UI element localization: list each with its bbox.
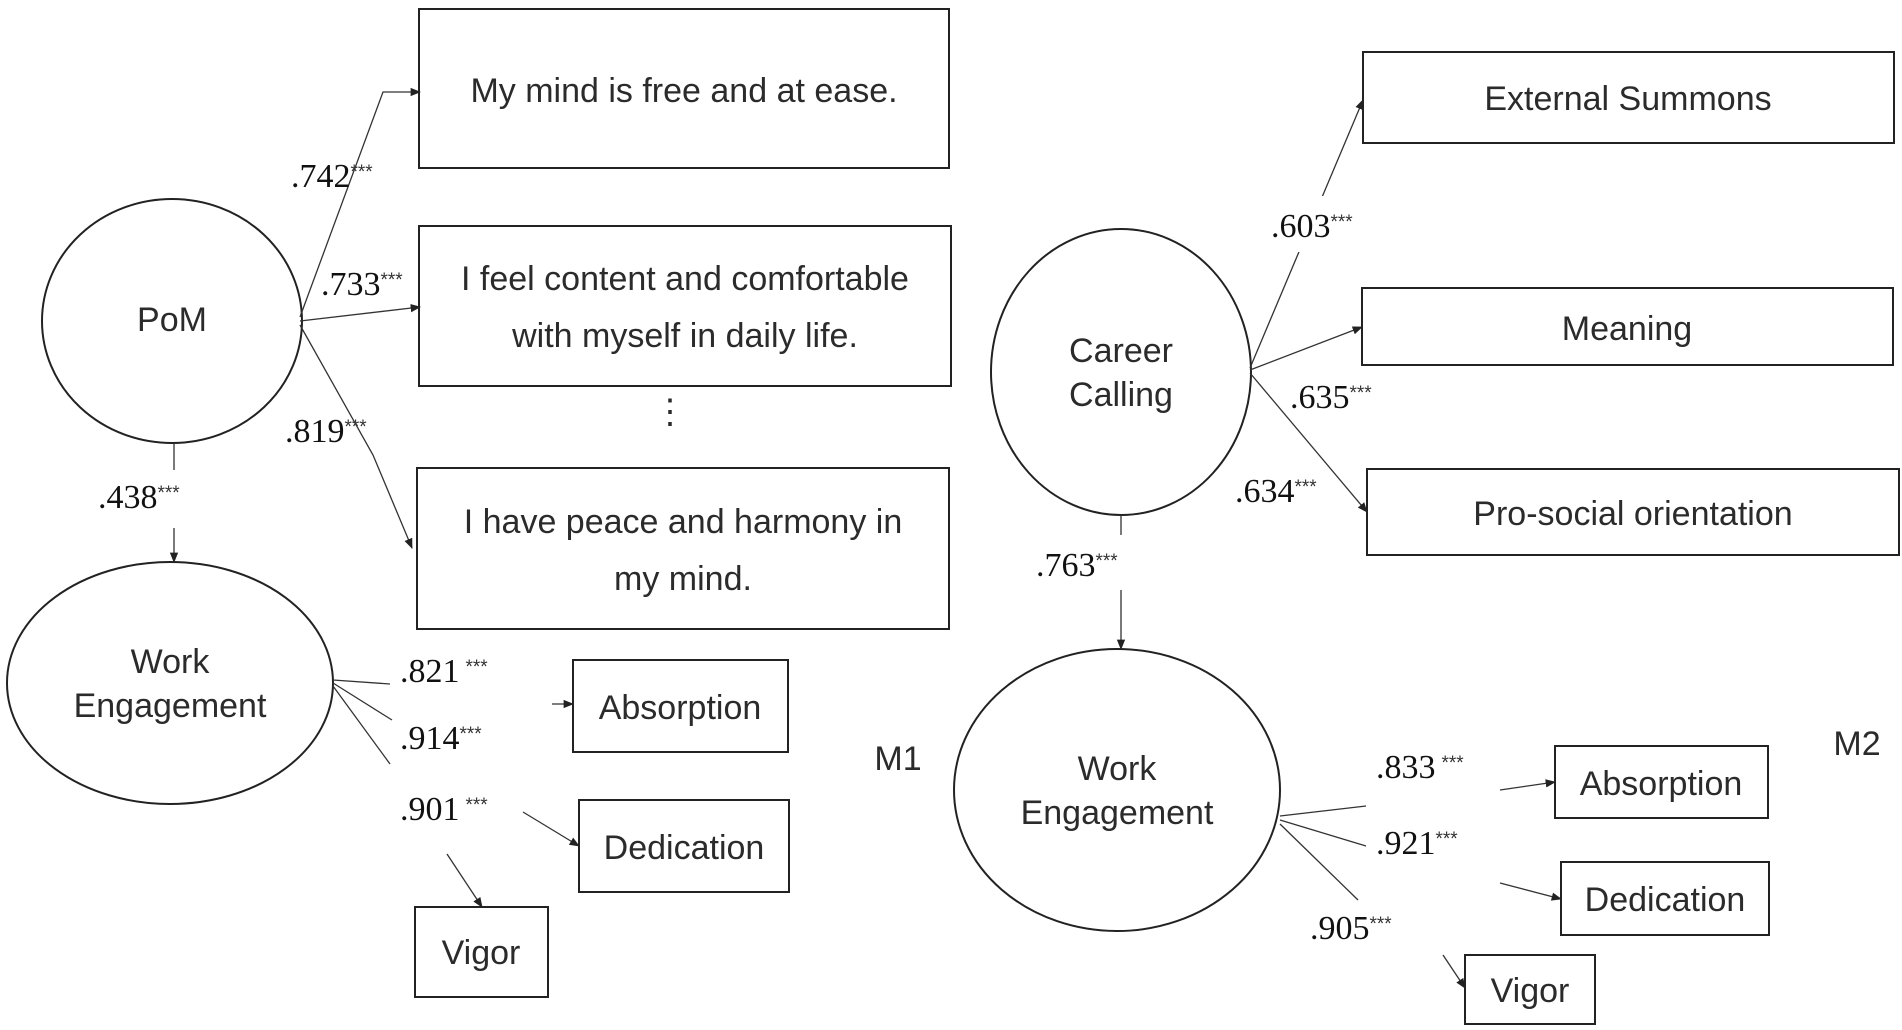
pom-item-1-box (418, 8, 950, 169)
calling-item-2-box (1361, 287, 1894, 366)
calling-item-2-coef: .635*** (1290, 379, 1372, 416)
calling-item-3-box (1366, 468, 1900, 556)
calling-latent-ellipse (990, 228, 1252, 516)
pom-item-1-text: My mind is free and at ease. (470, 72, 897, 110)
calling-item-1-coef-bg (1260, 196, 1403, 252)
pom-item-3-coef: .819*** (285, 413, 367, 450)
m2-vigor-edge-arrow (1442, 954, 1466, 989)
m2-structural-coef: .763*** (1036, 547, 1118, 584)
calling-latent-label-1: Career (1069, 332, 1173, 370)
m2-vigor-label: Vigor (1491, 972, 1570, 1010)
m1-absorption-box (572, 659, 789, 753)
m2-engagement-latent-label-2: Engagement (1021, 794, 1214, 832)
pom-item-3-line-1: I have peace and harmony in (464, 503, 903, 541)
m2-vigor-edge (1279, 823, 1359, 901)
m1-absorption-label: Absorption (599, 689, 762, 727)
m2-vigor-box (1464, 954, 1596, 1025)
m2-absorption-box (1554, 745, 1769, 819)
m2-absorption-edge (1279, 805, 1367, 817)
model-m1: PoM My mind is free and at ease. .742***… (6, 8, 952, 998)
model-m2: Career Calling External Summons .603*** … (953, 51, 1900, 1025)
pom-item-2-line-1: I feel content and comfortable (461, 260, 909, 298)
m1-dedication-coef: .914*** (400, 720, 482, 757)
m2-dedication-edge (1279, 819, 1367, 847)
m1-engagement-latent-label-1: Work (131, 643, 211, 681)
pom-item-2-edge (299, 303, 422, 322)
pom-item-2-coef: .733*** (321, 266, 403, 303)
m1-absorption-coef: .821*** (400, 653, 488, 690)
pom-item-2-box (418, 225, 952, 387)
m2-dedication-label: Dedication (1585, 881, 1746, 919)
pom-item-2-line-2: with myself in daily life. (511, 317, 858, 355)
calling-item-1-box (1362, 51, 1895, 144)
m2-absorption-label: Absorption (1580, 765, 1743, 803)
calling-item-3-label: Pro-social orientation (1473, 495, 1792, 533)
pom-item-3-edge (299, 324, 413, 549)
m2-engagement-latent-label-1: Work (1078, 750, 1158, 788)
m2-dedication-edge-arrow (1499, 882, 1563, 901)
m1-absorption-edge (332, 679, 391, 685)
m2-model-label: M2 (1833, 725, 1880, 763)
calling-item-2-edge (1249, 326, 1363, 371)
calling-item-3-coef: .634*** (1235, 473, 1317, 510)
m1-structural-coef: .438*** (98, 479, 180, 516)
calling-latent-label-2: Calling (1069, 376, 1173, 414)
m1-dedication-box (578, 799, 790, 893)
pom-latent-label: PoM (137, 301, 207, 339)
m2-absorption-edge-arrow (1499, 779, 1557, 791)
m2-dedication-coef: .921*** (1376, 825, 1458, 862)
pom-items-ellipsis: ⋮ (653, 393, 687, 431)
calling-item-1-label: External Summons (1484, 80, 1771, 118)
calling-item-3-edge (1249, 372, 1368, 513)
m2-absorption-coef: .833*** (1376, 749, 1464, 786)
m1-engagement-latent-label-2: Engagement (74, 687, 267, 725)
m2-vigor-coef: .905*** (1310, 910, 1392, 947)
m1-vigor-edge-arrow (446, 853, 483, 908)
calling-item-2-label: Meaning (1562, 310, 1692, 348)
m1-vigor-box (414, 906, 549, 998)
m1-model-label: M1 (874, 740, 921, 778)
m2-engagement-latent-ellipse (953, 648, 1281, 932)
m1-dedication-edge (332, 682, 393, 721)
m1-dedication-edge-arrow (522, 811, 580, 847)
pom-item-3-box (416, 467, 950, 630)
m1-vigor-label: Vigor (442, 934, 521, 972)
pom-item-3-line-2: my mind. (614, 560, 752, 598)
m1-engagement-latent-ellipse (6, 561, 334, 805)
pom-item-1-edge (299, 87, 422, 318)
m1-vigor-edge (332, 685, 391, 765)
m1-vigor-coef: .901*** (400, 791, 488, 828)
m1-structural-coef-bg (88, 470, 238, 528)
calling-item-1-coef: .603*** (1271, 208, 1353, 245)
m1-dedication-label: Dedication (604, 829, 765, 867)
pom-item-1-coef: .742*** (291, 158, 373, 195)
